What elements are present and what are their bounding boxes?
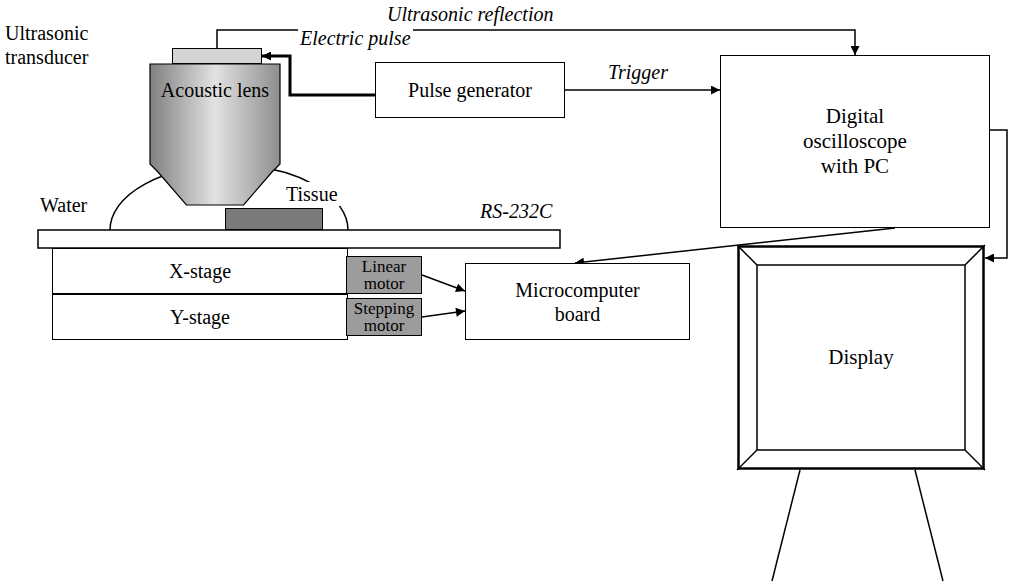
- linear-motor: Linear motor: [346, 256, 422, 294]
- node-text: Pulse generator: [408, 78, 532, 102]
- node-text: Digital oscilloscope with PC: [790, 104, 920, 180]
- process-box: Pulse generator: [375, 62, 565, 118]
- node-text: Display: [828, 345, 893, 370]
- signal-label: RS-232C: [478, 200, 554, 223]
- monitor-stand: [915, 470, 943, 581]
- tissue-sample: Tissue: [225, 208, 323, 230]
- signal-connector: [422, 311, 465, 317]
- monitor-bevel: [737, 450, 757, 470]
- node-text: Microcomputer board: [503, 278, 653, 326]
- signal-connector: [565, 89, 720, 91]
- monitor-frame: [739, 247, 984, 469]
- lens-body: [150, 64, 280, 205]
- signal-connector: [422, 275, 465, 291]
- x-stage: X-stage: [52, 248, 348, 294]
- monitor-bevel: [965, 245, 985, 265]
- ultrasonic-transducer: Ultrasonic transducer: [172, 48, 262, 64]
- signal-label: Ultrasonic reflection: [385, 3, 555, 26]
- oscilloscope-box: Digital oscilloscope with PC: [720, 55, 990, 228]
- monitor-stand: [772, 470, 800, 581]
- y-stage: Y-stage: [52, 294, 348, 340]
- microcomputer-board: Microcomputer board: [465, 263, 690, 340]
- node-text: Tissue: [284, 182, 340, 206]
- stage-plate: [38, 230, 560, 248]
- node-text: Linear motor: [352, 258, 416, 292]
- part-label: Water: [38, 194, 89, 217]
- monitor-screen: [757, 265, 965, 450]
- monitor-bevel: [737, 245, 757, 265]
- node-text: Y-stage: [170, 305, 230, 329]
- node-text: Stepping motor: [352, 300, 416, 334]
- node-text: Acoustic lens: [161, 78, 269, 102]
- monitor-bevel: [965, 450, 985, 470]
- acoustic-lens: Acoustic lens: [150, 64, 280, 205]
- node-text: X-stage: [169, 259, 231, 283]
- signal-label: Trigger: [606, 61, 670, 84]
- display-monitor: Display: [737, 245, 985, 470]
- stepping-motor: Stepping motor: [346, 298, 422, 336]
- node-text: Ultrasonic transducer: [3, 21, 117, 69]
- signal-label: Electric pulse: [298, 27, 413, 50]
